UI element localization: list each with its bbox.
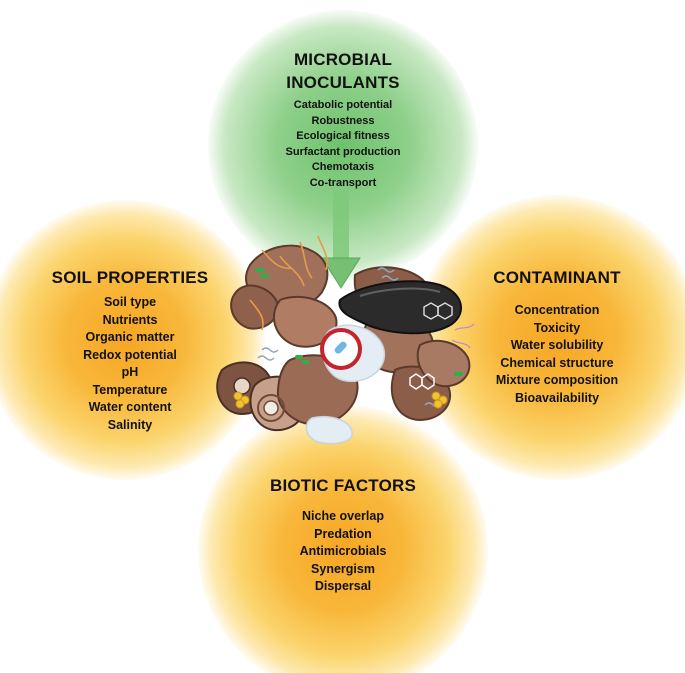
list-item: Nutrients	[102, 312, 158, 327]
hyphae-lines	[249, 235, 328, 331]
list-item: Co-transport	[309, 176, 377, 189]
microbial-title-line1: MICROBIAL	[293, 50, 393, 69]
list-item: Dispersal	[314, 579, 372, 593]
list-item: Predation	[314, 526, 372, 541]
soil-properties-title: SOIL PROPERTIES	[51, 268, 209, 287]
list-item: Water solubility	[510, 338, 604, 352]
hydrocarbon-ring-icon	[423, 302, 453, 320]
list-item: Temperature	[92, 382, 168, 397]
list-item: Ecological fitness	[296, 130, 390, 142]
list-item: Surfactant production	[285, 145, 401, 158]
list-item: Synergism	[311, 561, 375, 576]
soil-properties-glow	[0, 200, 265, 480]
list-item: Catabolic potential	[293, 99, 393, 111]
soil-properties-list: Soil type Nutrients Organic matter Redox…	[30, 294, 230, 434]
biotic-factors-glow	[198, 405, 488, 673]
roots-lines	[451, 323, 475, 349]
list-item: Soil type	[103, 295, 157, 309]
list-item: Salinity	[107, 417, 153, 432]
pollutant-particles	[233, 391, 448, 409]
biotic-factors-list: Niche overlap Predation Antimicrobials S…	[243, 508, 443, 596]
contaminant-list: Concentration Toxicity Water solubility …	[462, 302, 652, 407]
microbial-title-line2: INOCULANTS	[286, 73, 400, 92]
contaminant-title: CONTAMINANT	[493, 268, 621, 287]
microbe-symbol-icon	[320, 328, 362, 370]
list-item: Robustness	[311, 114, 375, 127]
inoculation-arrow-icon	[321, 190, 361, 289]
list-item: Concentration	[514, 303, 600, 317]
list-item: Bioavailability	[514, 390, 600, 405]
list-item: Antimicrobials	[299, 544, 387, 558]
list-item: Toxicity	[533, 320, 581, 335]
list-item: Mixture composition	[495, 373, 619, 387]
list-item: Organic matter	[85, 330, 175, 344]
biotic-factors-title: BIOTIC FACTORS	[269, 476, 417, 495]
contaminant-blob	[338, 280, 463, 335]
bacteria-cluster	[255, 268, 463, 376]
hydrocarbon-ring-icon	[409, 373, 435, 390]
list-item: Redox potential	[83, 347, 177, 362]
list-item: pH	[121, 365, 139, 379]
contaminant-glow	[415, 195, 685, 480]
list-item: Niche overlap	[302, 509, 384, 523]
microbial-inoculants-title: MICROBIAL INOCULANTS	[243, 48, 443, 94]
list-item: Chemical structure	[500, 355, 614, 370]
microbial-inoculants-list: Catabolic potential Robustness Ecologica…	[243, 98, 443, 191]
list-item: Water content	[88, 400, 172, 414]
list-item: Chemotaxis	[311, 161, 375, 173]
